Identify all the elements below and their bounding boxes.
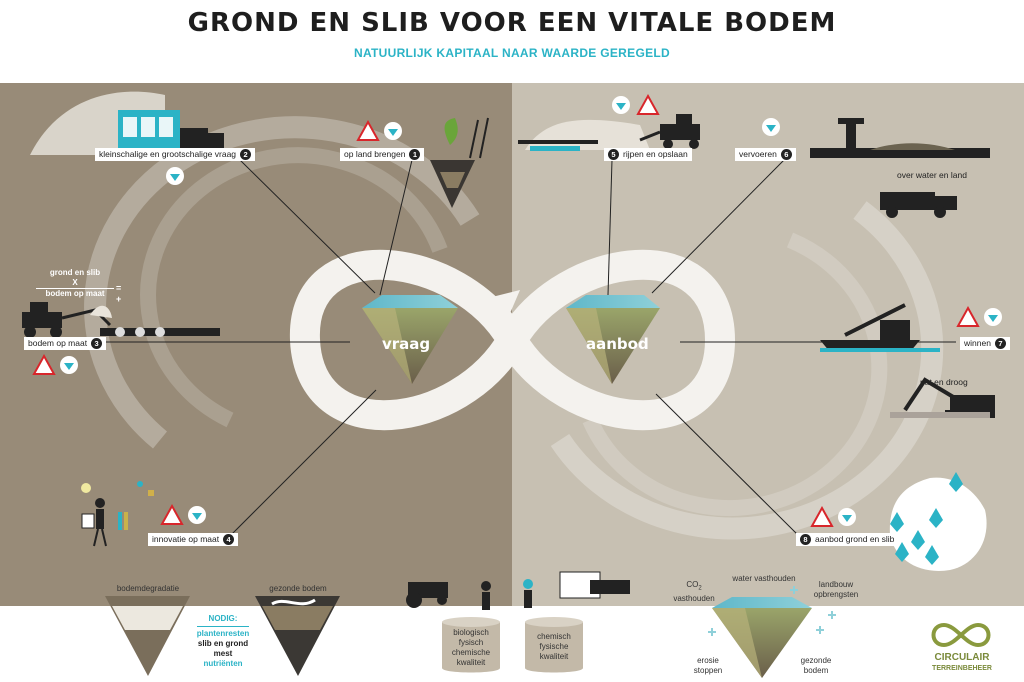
logo-line-1: CIRCULAIR [934,652,990,663]
benefits-gem [708,586,836,678]
can-text: biologisch [453,628,489,637]
barge-ship [810,118,990,158]
benefit-gezond: gezonde bodem [794,656,838,676]
innovation-lab-figure [81,481,154,547]
logo-line-2: TERREINBEHEER [932,665,992,672]
step-number: 3 [91,338,103,350]
can-text: fysisch [458,638,484,647]
benefit-water: water vasthouden [732,574,796,583]
erosie-text: erosie [697,656,719,665]
can-text: chemische [451,648,491,657]
page-subtitle: NATUURLIJK KAPITAAL NAAR WAARDE GEREGELD [353,46,670,60]
step-number: 8 [800,534,811,546]
netherlands-map [889,472,987,571]
benefit-co2: CO2 vasthouden [668,580,720,604]
step-text: rijpen en opslaan [623,149,688,159]
aanbod-label: aanbod [586,335,649,353]
step-text: innovatie op maat [152,534,220,544]
loader-conveyor [22,302,220,338]
formula-plus: + [116,294,122,304]
step-text: kleinschalige en grootschalige vraag [99,149,237,159]
step-text: winnen [964,338,991,348]
can-text: fysische [539,642,569,651]
tractor-farmers-cans [406,571,630,673]
vraag-gem [362,295,458,384]
soil-degradation-cones [105,596,340,676]
aanbod-gem [566,295,660,384]
plant-soil-cone [430,117,489,208]
can-text: chemisch [537,632,571,641]
excavator [890,377,995,418]
infinity-loop [289,250,736,430]
co2-text-2: vasthouden [673,593,715,603]
chemical-quality-can: chemisch fysische kwaliteit [525,632,583,662]
note-water-land: over water en land [897,170,967,180]
can-text: kwaliteit [456,658,486,667]
step-number: 1 [409,149,421,161]
healthy-soil-label: gezonde bodem [269,584,327,593]
co2-subscript: 2 [698,585,702,592]
needed-item: mest [213,649,233,658]
needed-item: plantenresten [196,629,250,638]
step-label-8: 8 aanbod grond en slib [796,533,899,547]
erosie-text-2: stoppen [693,666,723,675]
formula-equals: = [116,283,122,293]
needed-list: NODIG: plantenresten slib en grond mest … [193,614,253,669]
co2-text: CO [686,580,699,589]
gezond-text: gezonde [800,656,832,665]
note-nat-droog: nat en droog [920,377,968,387]
dump-truck [880,192,957,218]
landbouw-text-2: opbrengsten [813,590,859,599]
formula: grond en slib X bodem op maat [36,268,114,299]
needed-title: NODIG: [208,614,238,623]
benefit-erosie: erosie stoppen [686,656,730,676]
formula-bottom: bodem op maat [36,288,114,299]
step-text: op land brengen [344,149,406,159]
formula-top: grond en slib [49,268,101,277]
warning-diamond-icons [32,93,1002,527]
needed-item: nutriënten [203,659,243,668]
soil-mound-loader [518,114,700,151]
landbouw-text: landbouw [818,580,854,589]
step-label-5: 5 rijpen en opslaan [604,148,692,162]
step-number: 6 [780,149,792,161]
step-number: 4 [223,534,235,546]
can-text: kwaliteit [539,652,569,661]
benefit-landbouw: landbouw opbrengsten [806,580,866,600]
step-text: aanbod grond en slib [815,534,895,544]
step-number: 2 [240,149,252,161]
needed-item: slib en grond [197,639,249,648]
step-text: vervoeren [739,149,777,159]
degradation-label: bodemdegradatie [116,584,180,593]
step-number: 5 [608,149,619,161]
gezond-text-2: bodem [803,666,829,675]
step-number: 7 [994,338,1006,350]
step-text: bodem op maat [28,338,88,348]
page-title: GROND EN SLIB VOOR EEN VITALE BODEM [187,8,837,38]
biological-quality-can: biologisch fysisch chemische kwaliteit [442,628,500,668]
infinity-arrowhead [480,290,520,325]
dredger-ship [820,303,940,352]
circulair-logo: CIRCULAIR TERREINBEHEER [922,652,1002,674]
circulair-logo-mark [931,622,991,648]
vraag-label: vraag [382,335,431,353]
formula-times: X [72,278,78,287]
soil-pile-warehouse-truck [30,91,224,155]
